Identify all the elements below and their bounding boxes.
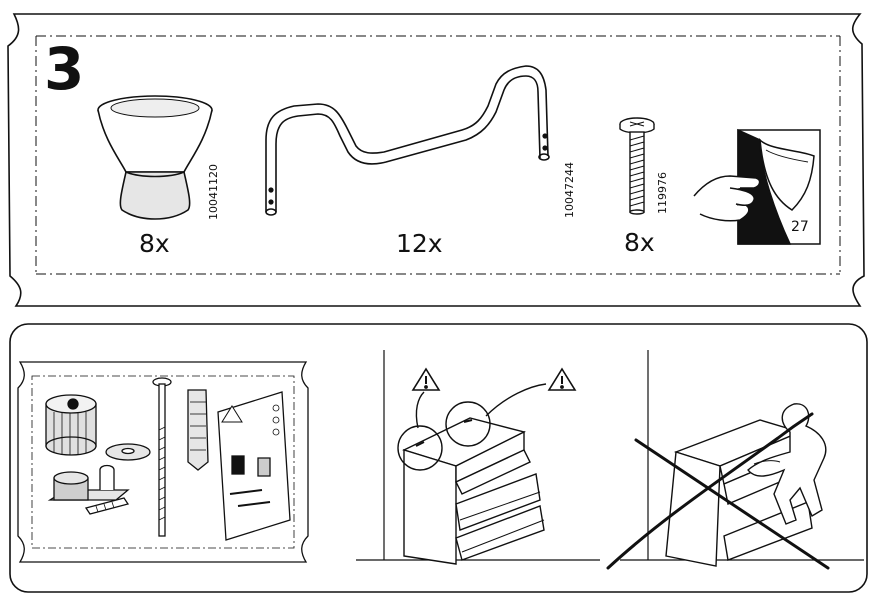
see-page-number: 27 [791,219,809,235]
child-climbing-prohibited-illustration [620,350,864,567]
dresser-anchored-illustration [356,350,600,565]
screw-illustration [619,117,655,215]
warning-triangle-icon [547,367,577,391]
parts-panel-frame [7,13,865,307]
safety-panel-frame [9,323,868,593]
handle-bar-part-number: 10047244 [563,162,576,218]
screw-quantity: 8x [624,228,655,257]
handle-bar-quantity: 12x [396,229,443,258]
prohibited-cross-icon [606,412,830,570]
warning-triangle-icon [411,367,441,391]
wall-anchor-kit-illustration [17,361,309,563]
knob-part-number: 10041120 [207,164,220,220]
handle-bar-illustration [265,65,550,216]
knob-quantity: 8x [139,229,170,258]
knob-illustration [97,95,213,220]
page-turn-illustration [693,128,821,245]
step-number: 3 [44,35,85,103]
screw-part-number: 119976 [656,172,669,214]
